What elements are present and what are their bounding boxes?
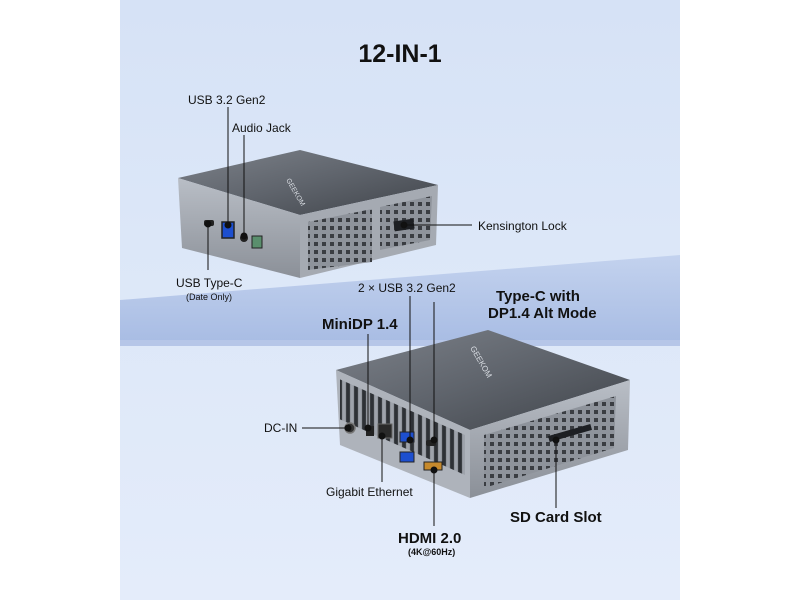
label-usb-type-c: USB Type-C <box>176 276 243 290</box>
label-usb-type-c-note: (Date Only) <box>186 292 233 302</box>
mini-pc-rear: GEEKOM <box>336 330 630 498</box>
label-sd-card-slot: SD Card Slot <box>510 509 602 526</box>
label-type-c-dp: Type-C with <box>496 288 580 305</box>
label-minidp: MiniDP 1.4 <box>322 316 398 333</box>
label-gigabit-ethernet: Gigabit Ethernet <box>326 485 413 499</box>
label-hdmi: HDMI 2.0 <box>398 530 462 547</box>
label-usb-gen2: USB 3.2 Gen2 <box>188 93 266 107</box>
mini-pc-front: GEEKOM <box>178 150 438 278</box>
label-type-c-dp-line2: DP1.4 Alt Mode <box>488 305 597 322</box>
label-hdmi-note: (4K@60Hz) <box>408 547 456 557</box>
label-audio-jack: Audio Jack <box>232 121 291 135</box>
label-dc-in: DC-IN <box>264 421 298 435</box>
label-kensington-lock: Kensington Lock <box>478 219 567 233</box>
page-title: 12-IN-1 <box>358 40 442 68</box>
shelf <box>120 255 680 340</box>
label-2x-usb-gen2: 2 × USB 3.2 Gen2 <box>358 281 456 295</box>
leader-lines <box>204 107 560 526</box>
